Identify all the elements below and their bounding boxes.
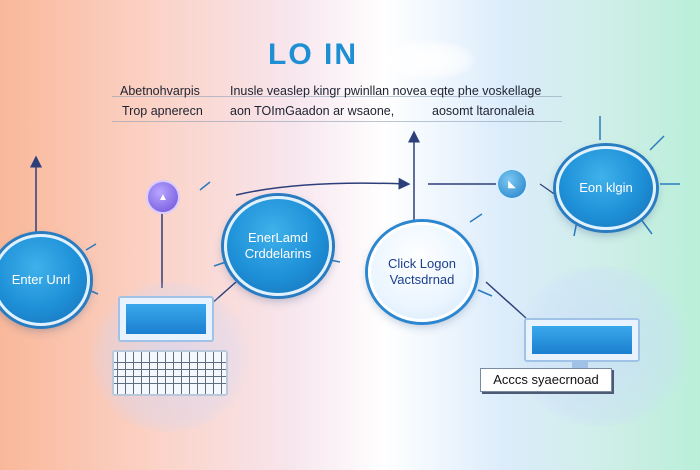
play-icon: ▲ <box>148 182 178 212</box>
node-click-login-line1: Click Logon <box>388 256 456 271</box>
node-enter-url: Enter Unrl <box>0 234 90 326</box>
node-enter-url-label: Enter Unrl <box>11 272 71 287</box>
caption-line2-mid: aon TOImGaadon ar wsaone, <box>230 104 395 118</box>
node-eon-login-label: Eon klgin <box>579 180 633 195</box>
node-enter-credentials-line1: EnerLamd <box>248 230 308 245</box>
node-enter-credentials-line2: Crddelarins <box>244 246 312 261</box>
caption-line1-right: Inusle veaslep kingr pwinllan novea eqte… <box>230 84 542 98</box>
triangle-icon: ◣ <box>498 170 526 198</box>
header-divider-lower <box>112 121 562 122</box>
node-click-login: Click Logon Vactsdrnad <box>368 222 476 322</box>
node-click-login-line2: Vactsdrnad <box>389 272 455 287</box>
title-blur <box>380 40 475 80</box>
caption-line2-right: aosomt ltaronaleia <box>432 104 535 118</box>
computer-monitor-icon <box>118 296 214 342</box>
desktop-monitor-icon <box>524 318 640 362</box>
node-eon-login: Eon klgin <box>556 146 656 230</box>
keyboard-icon <box>112 350 228 396</box>
caption-line2-left: Trop apnerecn <box>122 104 203 118</box>
monitor-stand <box>572 360 588 368</box>
caption-line1-left: Abetnohvarpis <box>120 84 200 98</box>
header-divider <box>112 96 562 97</box>
arrow-credentials-to-login <box>235 177 411 196</box>
access-label: Acccs syaecrnoad <box>480 368 612 392</box>
page-title: LO IN <box>268 38 358 71</box>
node-enter-credentials: EnerLamd Crddelarins <box>224 196 332 296</box>
